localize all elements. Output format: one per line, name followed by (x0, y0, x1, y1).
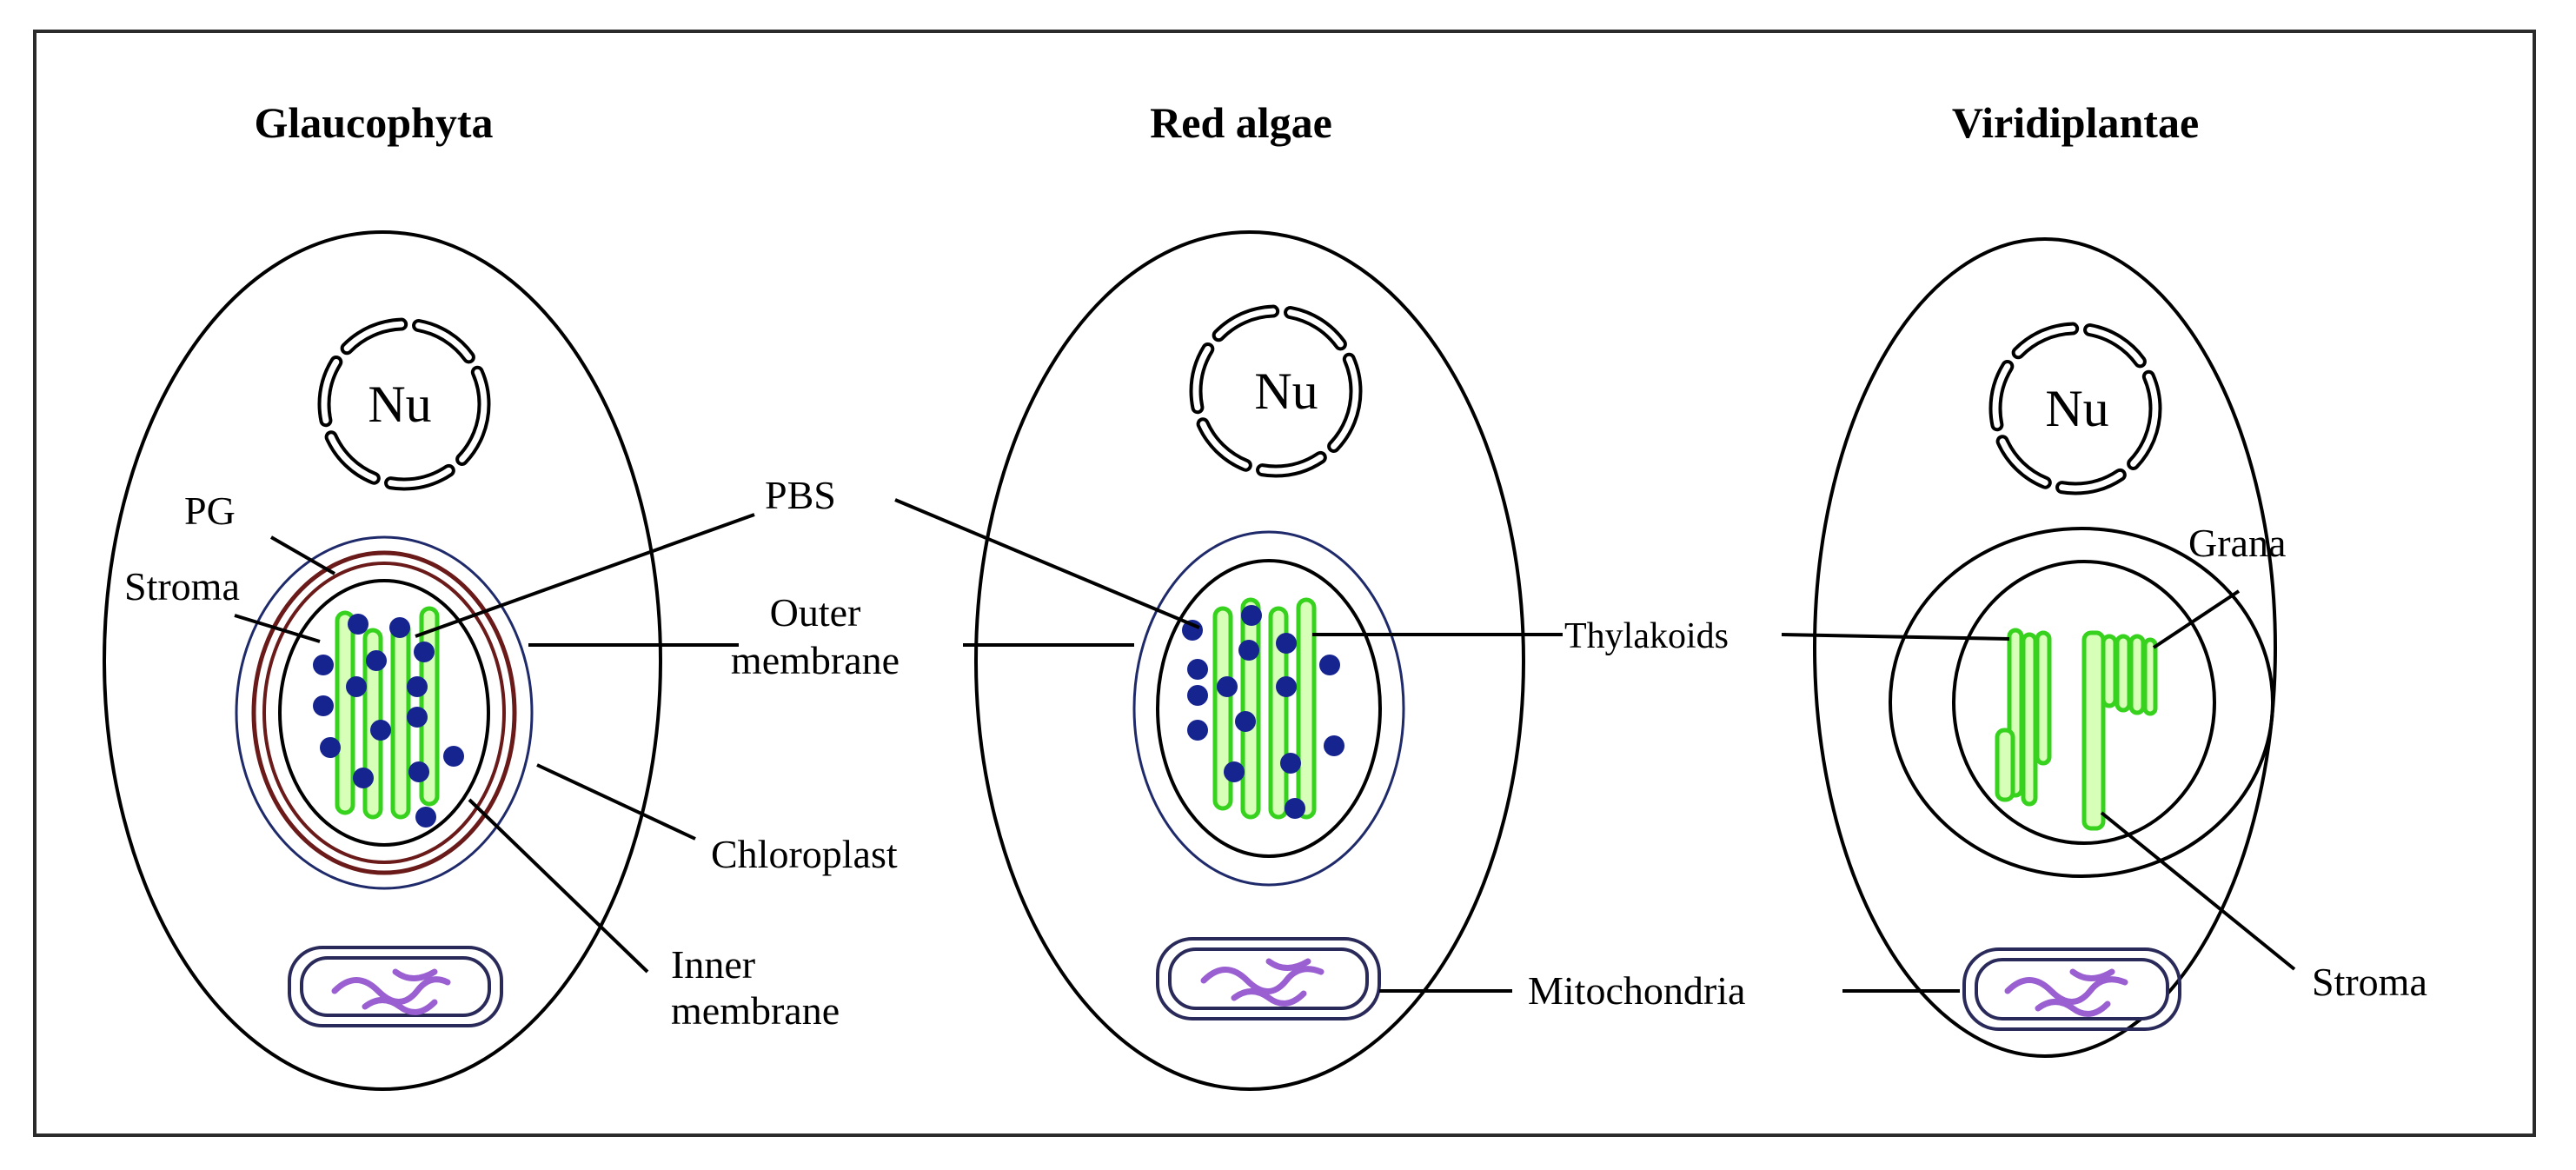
phycobilisome (1224, 761, 1245, 782)
phycobilisome (389, 617, 410, 638)
title-glaucophyta: Glaucophyta (254, 98, 493, 147)
cell-wall (103, 230, 662, 1091)
thylakoid (2081, 630, 2106, 831)
thylakoid (2115, 634, 2132, 713)
leader-grana (2152, 589, 2241, 649)
title-red-algae: Red algae (1150, 98, 1332, 147)
peptidoglycan-layer (251, 550, 517, 875)
label-inner-membrane-line1: Inner (671, 942, 755, 987)
phycobilisome (1319, 655, 1340, 675)
leader-stroma-left (234, 614, 321, 643)
leader-pg (270, 535, 335, 575)
outer-envelope (235, 535, 534, 890)
cell-wall (1813, 237, 2277, 1058)
phycobilisome (353, 768, 374, 788)
phycobilisome (366, 650, 387, 671)
thylakoid (2142, 637, 2158, 716)
label-outer-membrane-line2: membrane (731, 638, 900, 682)
label-inner-membrane-line2: membrane (671, 988, 840, 1033)
label-stroma-left: Stroma (124, 564, 240, 608)
chloroplast (1132, 530, 1405, 887)
mitochondrion (1156, 937, 1381, 1020)
outer-envelope (1132, 530, 1405, 887)
thylakoid (1995, 728, 2015, 802)
label-pg: PG (184, 489, 236, 533)
nucleus-label: Nu (1254, 362, 1318, 420)
thylakoid (1296, 597, 1317, 820)
phycobilisome (1285, 798, 1305, 819)
label-stroma-right: Stroma (2312, 960, 2427, 1004)
thylakoid (335, 610, 355, 815)
phycobilisome (1187, 685, 1208, 706)
mitochondrion (288, 946, 503, 1027)
cell-wall (974, 230, 1525, 1091)
title-viridiplantae: Viridiplantae (1952, 98, 2199, 147)
phycobilisome (443, 746, 464, 767)
phycobilisome (1187, 659, 1208, 680)
phycobilisome (1276, 633, 1297, 654)
thylakoid (1240, 597, 1261, 820)
phycobilisome (1235, 711, 1256, 732)
phycobilisome (408, 761, 429, 782)
thylakoid (2101, 634, 2118, 708)
chloroplast (235, 535, 534, 890)
phycobilisome (1187, 720, 1208, 741)
phycobilisome (320, 737, 341, 758)
label-mitochondria: Mitochondria (1528, 968, 1745, 1013)
inner-membrane (278, 579, 490, 847)
nucleus: Nu (1988, 322, 2162, 495)
mitochondrion (1962, 947, 2181, 1031)
leader-stroma-right (2100, 811, 2296, 971)
figure-frame (33, 30, 2536, 1137)
phycobilisome (313, 695, 334, 716)
phycobilisome (1280, 753, 1301, 774)
label-grana: Grana (2188, 521, 2286, 565)
thylakoid (2035, 630, 2052, 766)
inner-membrane (1156, 559, 1382, 858)
phycobilisome (1276, 676, 1297, 697)
phycobilisome (1241, 605, 1262, 626)
phycobilisome (1217, 676, 1238, 697)
phycobilisome (414, 642, 435, 662)
thylakoid (2128, 634, 2146, 715)
phycobilisome (1324, 735, 1344, 756)
leader-inner-membrane (468, 798, 649, 974)
leader-pbs-left (415, 513, 755, 638)
peptidoglycan-layer-inner (262, 562, 506, 864)
nucleus: Nu (1189, 304, 1363, 478)
label-outer-membrane-line1: Outer (770, 590, 861, 635)
cell-red-algae: Nu (974, 230, 1525, 1091)
phycobilisome (1238, 640, 1259, 661)
nucleus-label: Nu (2045, 380, 2108, 437)
phycobilisome (407, 707, 428, 728)
cell-glaucophyta: Nu (103, 230, 662, 1091)
label-thylakoids: Thylakoids (1564, 616, 1729, 656)
leader-thylakoids-right (1781, 633, 2010, 641)
phycobilisome (407, 676, 428, 697)
thylakoid (2021, 632, 2038, 807)
thylakoid (390, 619, 411, 820)
nucleus-label: Nu (368, 376, 431, 433)
phycobilisome (370, 720, 391, 741)
phycobilisome (346, 676, 367, 697)
leader-pbs-right (894, 498, 1200, 629)
label-chloroplast: Chloroplast (711, 832, 898, 876)
thylakoid (1212, 606, 1233, 811)
leader-lines (234, 498, 2296, 993)
phycobilisome (348, 614, 368, 635)
phycobilisome (313, 655, 334, 675)
cell-viridiplantae: Nu (1813, 237, 2277, 1058)
chloroplast (1889, 527, 2274, 878)
label-pbs: PBS (765, 473, 836, 517)
inner-membrane (1952, 560, 2216, 845)
nucleus: Nu (317, 317, 491, 491)
leader-chloroplast (536, 763, 696, 841)
phycobilisome (415, 807, 436, 828)
outer-envelope (1889, 527, 2274, 878)
